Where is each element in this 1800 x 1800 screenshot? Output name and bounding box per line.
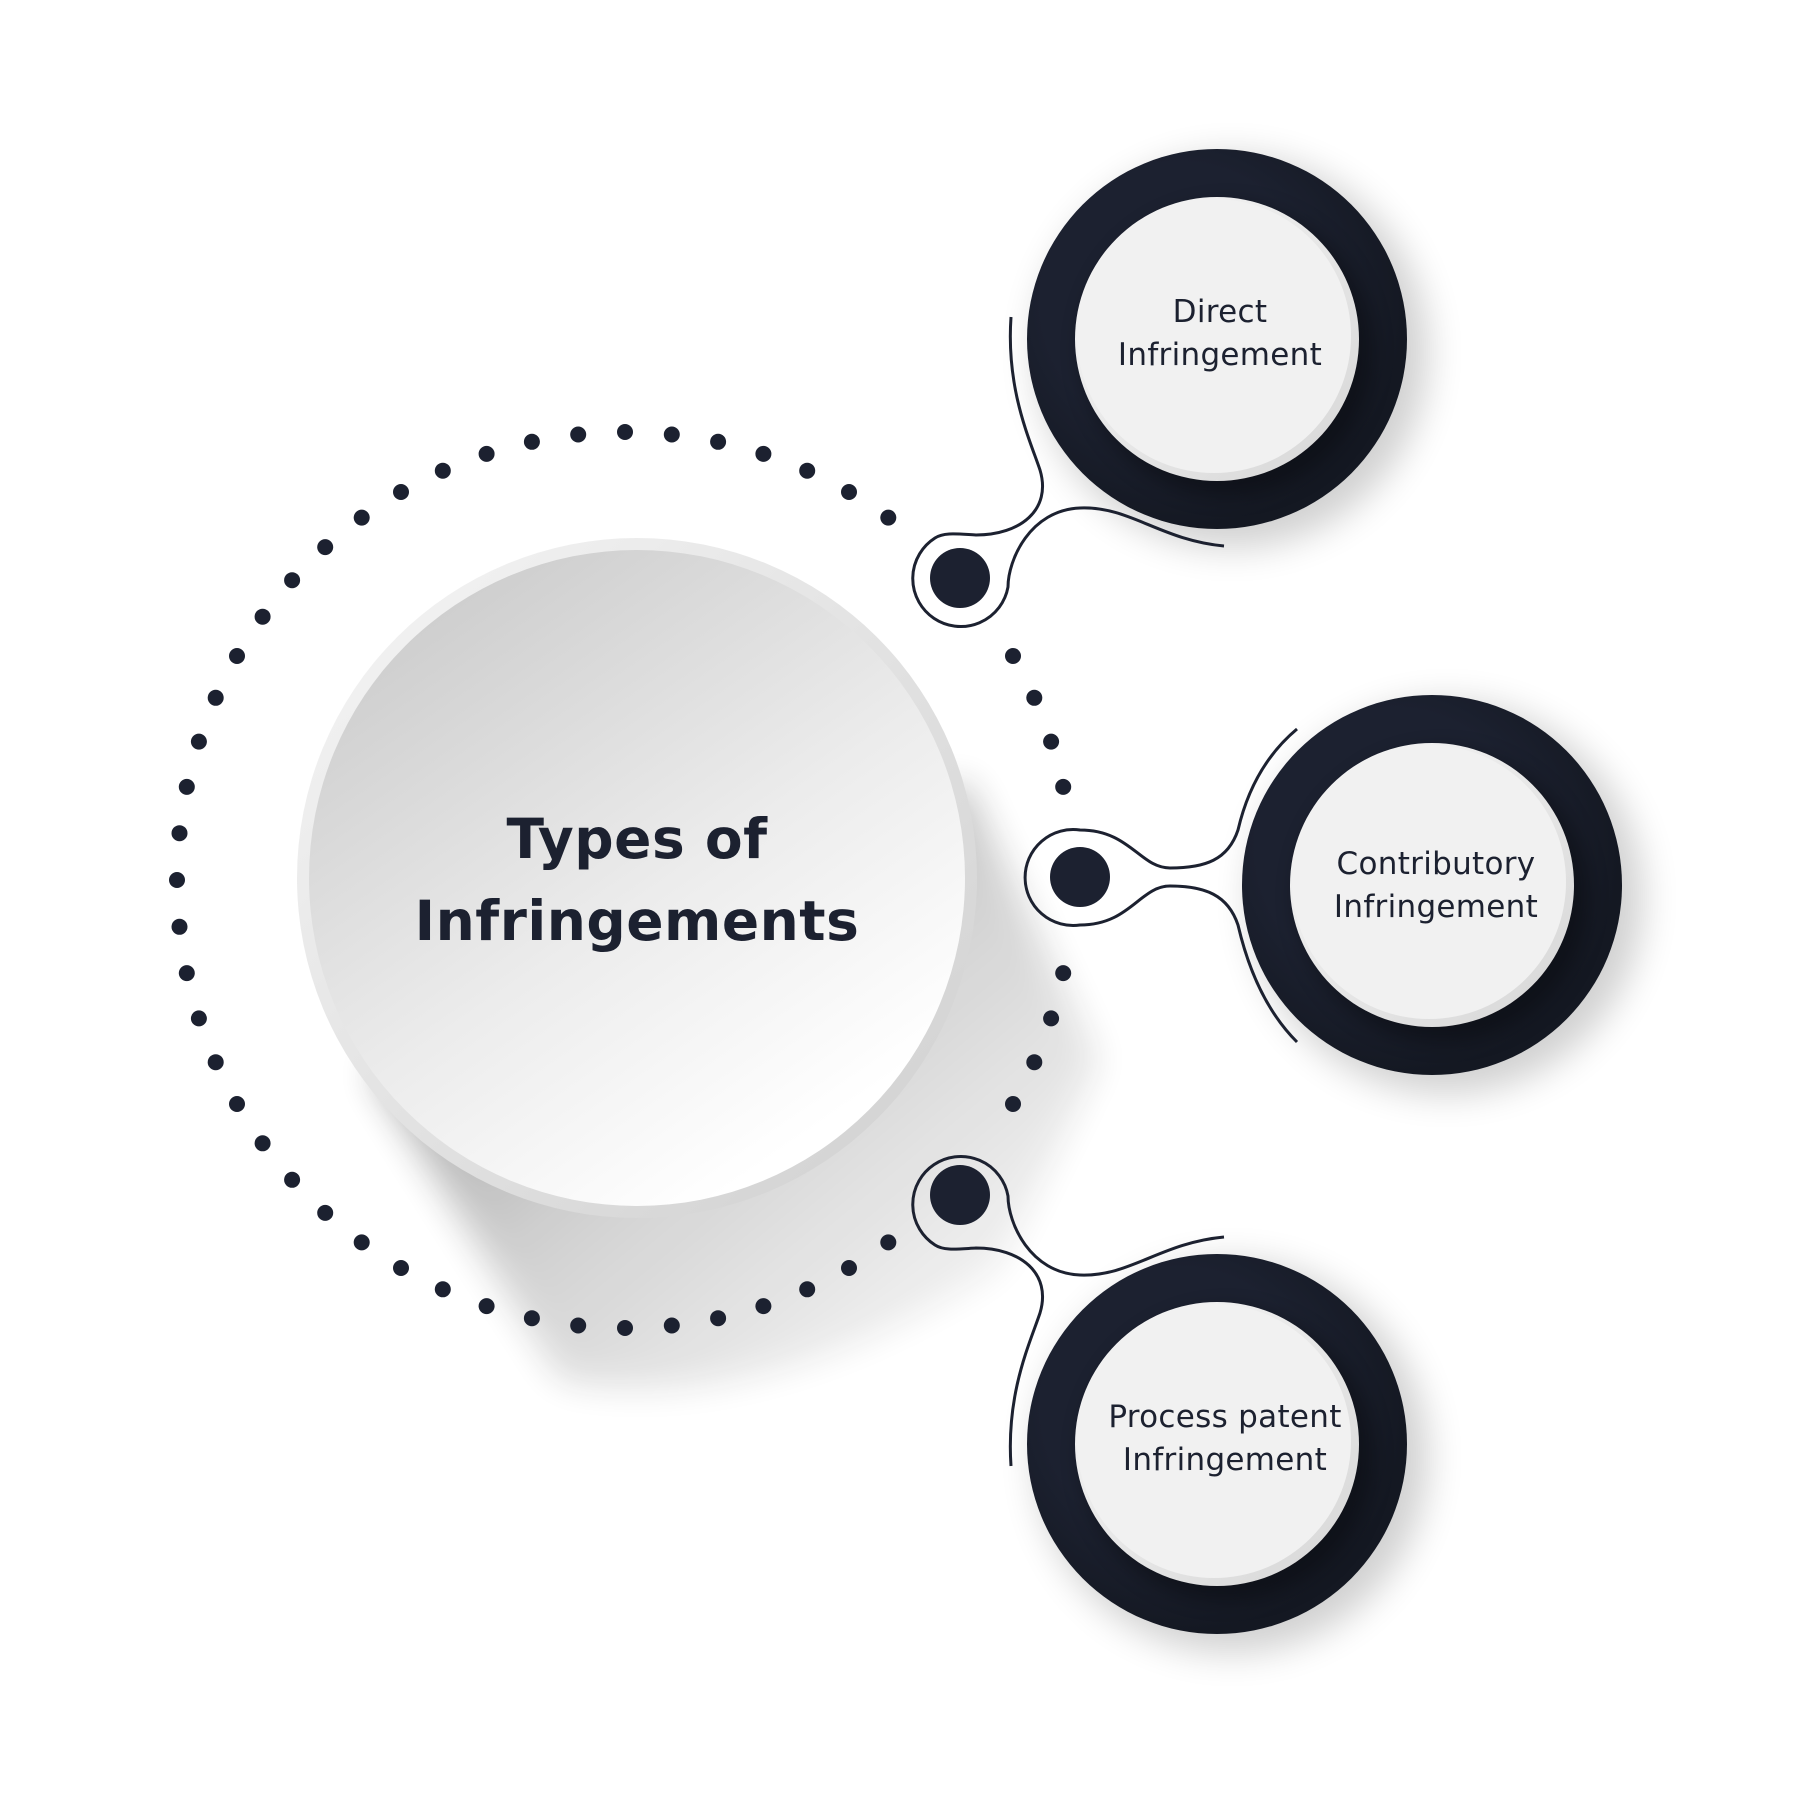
diagram-title: Types of Infringements (415, 798, 860, 962)
ring-dot (207, 689, 224, 706)
ring-dot (663, 426, 680, 443)
ring-dot (1026, 689, 1043, 706)
ring-dot (523, 1310, 540, 1327)
ring-dot (353, 509, 370, 526)
item-process-patent-line-2: Infringement (1122, 1442, 1328, 1478)
ring-dot (478, 445, 495, 462)
ring-dot (617, 1320, 633, 1336)
ring-dot (284, 572, 301, 589)
ring-dot (710, 433, 727, 450)
ring-dot (434, 462, 451, 479)
item-contributory-line-1: Contributory (1336, 846, 1536, 882)
ring-dot (190, 733, 207, 750)
item-process-patent-line-1: Process patent (1108, 1399, 1342, 1435)
item-direct-line-2: Infringement (1117, 337, 1323, 373)
ring-dot (570, 426, 587, 443)
ring-dot (171, 918, 188, 935)
item-direct-line-1: Direct (1172, 294, 1268, 330)
bubble-direct (1027, 149, 1407, 529)
ring-dot (317, 539, 334, 556)
item-contributory-line-2: Infringement (1333, 889, 1539, 925)
item-label-process-patent: Process patent Infringement (1108, 1396, 1341, 1482)
ring-dot (841, 1260, 857, 1276)
ring-dot (207, 1054, 224, 1071)
connector-contributory (1023, 727, 1299, 1044)
ring-dot (663, 1317, 680, 1334)
ring-dot (284, 1171, 301, 1188)
connector-direct (911, 316, 1225, 628)
ring-dot (880, 1234, 897, 1251)
bubble-contributory (1242, 695, 1622, 1075)
ring-dot (799, 1281, 816, 1298)
ring-dot (1043, 1010, 1060, 1027)
dotted-ring (169, 424, 1072, 1336)
ring-dot (178, 778, 195, 795)
connector-process-patent (911, 1155, 1225, 1467)
ring-dot (617, 424, 633, 440)
ring-dot (353, 1234, 370, 1251)
node-dot-contributory (1050, 847, 1110, 907)
ring-dot (393, 484, 409, 500)
ring-dot (178, 965, 195, 982)
ring-dot (710, 1310, 727, 1327)
ring-dot (1055, 965, 1072, 982)
ring-dot (880, 509, 897, 526)
ring-dot (254, 608, 271, 625)
ring-dot (841, 484, 857, 500)
ring-dot (755, 1298, 772, 1315)
ring-dot (317, 1204, 334, 1221)
ring-dot (434, 1281, 451, 1298)
node-dot-direct (930, 548, 990, 608)
ring-dot (570, 1317, 587, 1334)
center-circle (297, 538, 977, 1218)
ring-dot (190, 1010, 207, 1027)
ring-dot (169, 872, 185, 888)
ring-dot (478, 1298, 495, 1315)
item-label-direct: Direct Infringement (1118, 291, 1322, 377)
ring-dot (523, 433, 540, 450)
item-label-contributory: Contributory Infringement (1334, 843, 1538, 929)
ring-dot (1026, 1054, 1043, 1071)
ring-dot (1055, 778, 1072, 795)
ring-dot (171, 825, 188, 842)
title-line-1: Types of (506, 807, 768, 871)
ring-dot (229, 1096, 245, 1112)
ring-dot (1005, 648, 1021, 664)
ring-dot (755, 445, 772, 462)
ring-dot (229, 648, 245, 664)
ring-dot (799, 462, 816, 479)
node-dot-process-patent (930, 1165, 990, 1225)
ring-dot (1043, 733, 1060, 750)
ring-dot (254, 1135, 271, 1152)
ring-dot (1005, 1096, 1021, 1112)
title-line-2: Infringements (414, 889, 860, 953)
connectors (911, 316, 1299, 1467)
node-dots (930, 548, 1110, 1225)
bubble-process-patent (1027, 1254, 1407, 1634)
ring-dot (393, 1260, 409, 1276)
